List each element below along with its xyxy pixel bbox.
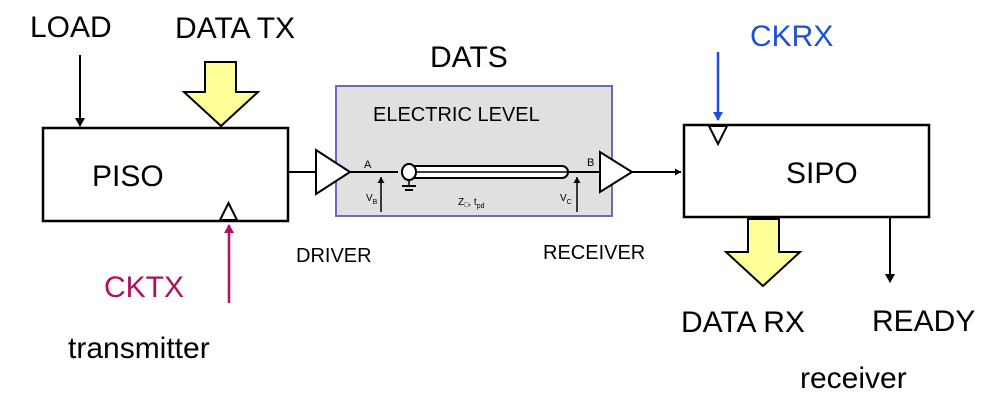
sipo-label: SIPO [786,157,858,190]
vc-label: VC [560,193,572,206]
line-impedance-label: Z□, tpd [458,197,485,210]
data-rx-arrow-icon [723,218,803,288]
driver-label: DRIVER [296,245,372,267]
sipo-block [682,123,931,219]
ckrx-label: CKRX [750,20,833,53]
vb-label: VB [366,193,378,206]
piso-block [41,126,290,223]
node-a-label: A [364,159,372,171]
piso-label: PISO [92,160,164,193]
piso-clock-icon [218,200,239,221]
receiver-buffer-icon [599,150,634,194]
node-b-label: B [587,157,594,169]
dats-label: DATS [430,41,508,74]
electric-level-label: ELECTRIC LEVEL [373,104,540,126]
load-label: LOAD [30,11,112,44]
data-rx-label: DATA RX [681,306,805,339]
data-tx-arrow-icon [181,61,261,128]
ready-label: READY [872,305,975,338]
receiver-block-label: RECEIVER [543,242,645,264]
sipo-clock-icon [707,125,729,147]
driver-buffer-icon [315,148,352,196]
electric-level-box [335,85,613,217]
line-shield-end [401,163,417,181]
data-tx-label: DATA TX [175,12,295,45]
receiver-label: receiver [800,362,907,395]
transmitter-label: transmitter [68,332,210,365]
cktx-label: CKTX [104,271,184,304]
